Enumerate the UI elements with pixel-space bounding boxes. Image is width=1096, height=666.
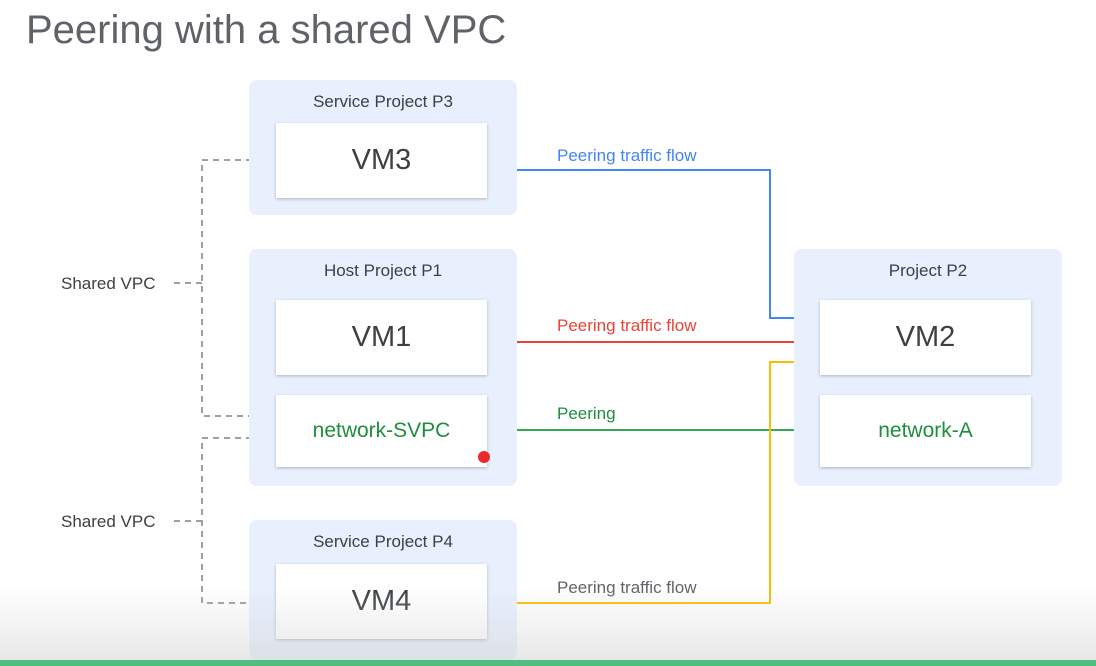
flow-label-yellow: Peering traffic flow (557, 578, 697, 597)
shared-vpc-label: Shared VPC (61, 274, 156, 293)
service-project-p3: Service Project P3 VM3 (249, 80, 517, 215)
shared-vpc-label: Shared VPC (61, 512, 156, 531)
vm1-box: VM1 (276, 300, 487, 375)
project-p2: Project P2 VM2 network-A (794, 249, 1062, 486)
bottom-accent-bar (0, 660, 1096, 666)
shared-vpc-bracket-upper (174, 159, 274, 417)
peering-flow-arrow-blue (494, 163, 816, 325)
project-label: Service Project P4 (313, 532, 453, 551)
project-label: Host Project P1 (323, 261, 443, 280)
page-title: Peering with a shared VPC (26, 8, 507, 52)
vm2-box: VM2 (820, 300, 1031, 375)
network-svpc-box: network-SVPC (276, 395, 487, 467)
recording-marker (478, 451, 490, 463)
vm3-box: VM3 (276, 123, 487, 198)
project-label: Service Project P3 (313, 92, 453, 111)
flow-label-red: Peering traffic flow (557, 316, 697, 335)
flow-label-green: Peering (557, 404, 616, 423)
peering-flow-arrow-yellow (494, 355, 816, 610)
host-project-p1: Host Project P1 VM1 network-SVPC (249, 249, 517, 486)
project-label: Project P2 (888, 261, 968, 280)
vm4-box: VM4 (276, 564, 487, 639)
flow-label-blue: Peering traffic flow (557, 146, 697, 165)
network-a-box: network-A (820, 395, 1031, 467)
service-project-p4: Service Project P4 VM4 (249, 520, 517, 660)
